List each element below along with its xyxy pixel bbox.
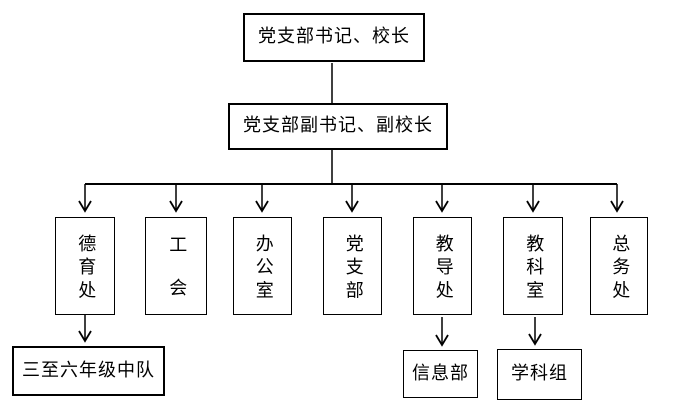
node-label: 工会 (166, 235, 188, 322)
node-party-branch: 党支部 (323, 217, 382, 315)
node-label: 信息部 (412, 362, 469, 384)
node-party-secretary-principal: 党支部书记、校长 (243, 13, 425, 62)
node-general-office: 办公室 (233, 217, 292, 315)
node-label: 党支部 (342, 233, 364, 304)
node-label: 总务处 (609, 233, 631, 304)
node-moral-education-office: 德育处 (55, 217, 115, 315)
node-label: 党支部书记、校长 (258, 26, 410, 48)
node-information-department: 信息部 (403, 350, 478, 398)
node-deputy-secretary-vice-principal: 党支部副书记、副校长 (228, 103, 448, 150)
node-general-affairs-office: 总务处 (590, 217, 648, 315)
node-grade3-6-squadron: 三至六年级中队 (12, 346, 165, 396)
node-label: 教导处 (432, 233, 454, 304)
node-label: 党支部副书记、副校长 (243, 115, 433, 137)
node-teaching-research-office: 教科室 (503, 217, 563, 315)
node-label: 教科室 (523, 233, 545, 304)
node-labor-union: 工会 (145, 217, 207, 322)
node-label: 办公室 (252, 233, 274, 304)
node-label: 学科组 (511, 363, 568, 385)
node-label: 德育处 (75, 233, 97, 304)
node-subject-group: 学科组 (497, 349, 582, 400)
node-label: 三至六年级中队 (22, 359, 155, 381)
node-teaching-affairs-office: 教导处 (413, 217, 472, 315)
